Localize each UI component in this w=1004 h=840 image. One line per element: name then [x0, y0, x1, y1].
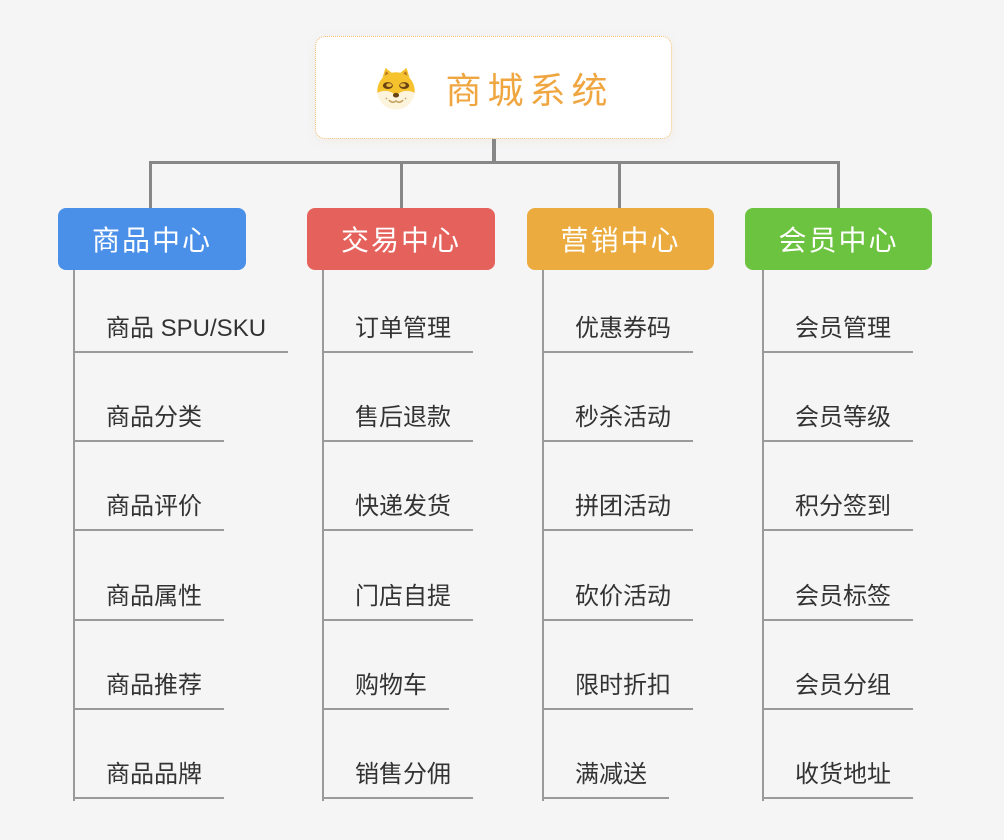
shiba-dog-icon — [373, 65, 419, 111]
branch-spine-trade — [322, 270, 324, 801]
connector-horizontal — [149, 161, 840, 164]
connector-branch-stub-2 — [400, 161, 403, 208]
branch-node-member-center[interactable]: 会员中心 — [745, 208, 932, 270]
leaf-node[interactable]: 拼团活动 — [542, 492, 693, 531]
leaf-node[interactable]: 会员分组 — [762, 671, 913, 710]
leaf-node[interactable]: 秒杀活动 — [542, 403, 693, 442]
leaf-node[interactable]: 销售分佣 — [322, 760, 473, 799]
leaf-node[interactable]: 快递发货 — [322, 492, 473, 531]
branch-spine-member — [762, 270, 764, 801]
leaf-node[interactable]: 商品品牌 — [73, 760, 224, 799]
leaf-node[interactable]: 门店自提 — [322, 582, 473, 621]
leaf-node[interactable]: 会员等级 — [762, 403, 913, 442]
leaf-node[interactable]: 满减送 — [542, 760, 669, 799]
leaf-node[interactable]: 商品评价 — [73, 492, 224, 531]
branch-node-marketing-center[interactable]: 营销中心 — [527, 208, 714, 270]
connector-branch-stub-3 — [618, 161, 621, 208]
connector-branch-stub-1 — [149, 161, 152, 208]
leaf-node[interactable]: 售后退款 — [322, 403, 473, 442]
root-node-mall-system[interactable]: 商城系统 — [315, 36, 672, 139]
leaf-node[interactable]: 订单管理 — [322, 314, 473, 353]
leaf-node[interactable]: 收货地址 — [762, 760, 913, 799]
leaf-node[interactable]: 商品推荐 — [73, 671, 224, 710]
leaf-node[interactable]: 购物车 — [322, 671, 449, 710]
leaf-node[interactable]: 限时折扣 — [542, 671, 693, 710]
leaf-node[interactable]: 商品 SPU/SKU — [73, 314, 289, 353]
branch-node-product-center[interactable]: 商品中心 — [58, 208, 246, 270]
branch-spine-product — [73, 270, 75, 801]
connector-branch-stub-4 — [837, 161, 840, 208]
branch-spine-marketing — [542, 270, 544, 801]
branch-node-trade-center[interactable]: 交易中心 — [307, 208, 495, 270]
leaf-node[interactable]: 商品分类 — [73, 403, 224, 442]
leaf-node[interactable]: 会员管理 — [762, 314, 913, 353]
leaf-node[interactable]: 砍价活动 — [542, 582, 693, 621]
connector-root-stub — [492, 139, 496, 164]
leaf-node[interactable]: 会员标签 — [762, 582, 913, 621]
root-node-title: 商城系统 — [445, 69, 614, 111]
leaf-node[interactable]: 商品属性 — [73, 582, 224, 621]
leaf-node[interactable]: 积分签到 — [762, 492, 913, 531]
leaf-node[interactable]: 优惠券码 — [542, 314, 693, 353]
